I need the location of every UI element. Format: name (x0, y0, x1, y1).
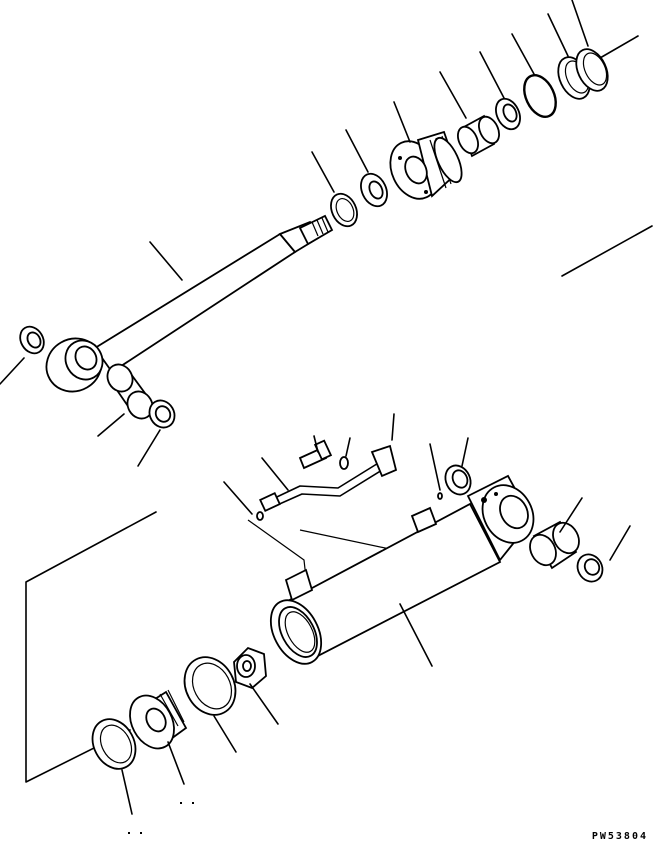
lower-group-frame (25, 511, 157, 783)
dust-seal (495, 97, 521, 131)
o-ring (523, 74, 557, 118)
tube-washer (339, 456, 349, 470)
piston-nut (233, 646, 267, 690)
cylinder-head (389, 130, 463, 200)
tube-port-seal (444, 464, 472, 496)
piston-seal (91, 718, 137, 770)
upper-group-frame (561, 35, 653, 277)
piston-rod (45, 214, 334, 393)
drawing-code: PW53804 (591, 831, 648, 842)
cylinder-tube (269, 474, 535, 665)
head-bushing (457, 114, 500, 158)
upper-leader-lines (0, 0, 589, 467)
rod-eye-bushing (106, 363, 154, 420)
rod-washer (360, 172, 388, 208)
tube-clip (256, 492, 443, 521)
hydraulic-tube (259, 444, 398, 513)
tube-eye-seal (576, 553, 604, 583)
tube-eye-bushing (529, 520, 580, 570)
rod-eye-seal-left (19, 325, 45, 355)
wear-ring (183, 656, 237, 716)
stray-marks (128, 802, 194, 834)
piston (129, 689, 188, 750)
lower-leader-lines (121, 413, 631, 815)
snap-ring (330, 192, 358, 228)
retaining-ring (575, 48, 609, 92)
rod-eye-seal-right (148, 399, 176, 429)
